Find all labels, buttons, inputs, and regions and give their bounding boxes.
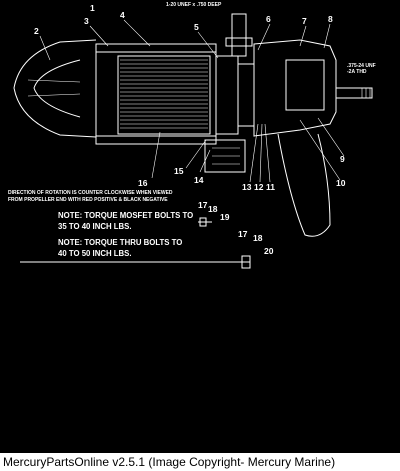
column-fitting <box>231 13 247 57</box>
copyright-footer: MercuryPartsOnline v2.5.1 (Image Copyrig… <box>0 453 400 471</box>
end-cap <box>253 39 337 137</box>
torque-note-mosfet-line1: NOTE: TORQUE MOSFET BOLTS TO <box>58 211 193 220</box>
callout-13: 13 <box>242 182 252 192</box>
callout-2: 2 <box>34 26 39 36</box>
callout-leaders <box>39 19 345 183</box>
nose-cone-hatch <box>27 79 81 97</box>
callout-17: 17 <box>198 200 208 210</box>
skeg <box>277 133 331 237</box>
callout-14: 14 <box>194 175 204 185</box>
motor-assembly <box>13 13 373 269</box>
callout-3: 3 <box>84 16 89 26</box>
trolling-motor-diagram: 1 2 3 4 5 6 7 8 9 10 11 12 13 14 15 16 1… <box>8 2 376 269</box>
thread-spec-shaft-1: .375-24 UNF <box>347 63 376 69</box>
shaft-threads <box>361 88 371 98</box>
thread-spec-shaft-2: -2A THD <box>347 69 367 75</box>
callout-12: 12 <box>254 182 264 192</box>
torque-note-thrubolt-line2: 40 TO 50 INCH LBS. <box>58 249 132 258</box>
callout-18: 18 <box>208 204 218 214</box>
rotation-note-line1: DIRECTION OF ROTATION IS COUNTER CLOCKWI… <box>8 190 173 196</box>
callout-20: 20 <box>264 246 274 256</box>
end-cap-bearing <box>285 59 325 111</box>
nose-cone-inner <box>33 59 81 118</box>
torque-note-thrubolt-line1: NOTE: TORQUE THRU BOLTS TO <box>58 238 182 247</box>
torque-note-mosfet-line2: 35 TO 40 INCH LBS. <box>58 222 132 231</box>
callout-8: 8 <box>328 14 333 24</box>
thru-bolt-nut <box>199 217 207 227</box>
callout-17-lower: 17 <box>238 229 248 239</box>
callout-9: 9 <box>340 154 345 164</box>
propeller-shaft <box>335 87 373 99</box>
column-flange <box>225 37 253 47</box>
rotation-note-line2: FROM PROPELLER END WITH RED POSITIVE & B… <box>8 197 168 203</box>
callout-numbers: 1 2 3 4 5 6 7 8 9 10 11 12 13 14 15 16 1… <box>34 3 346 256</box>
thread-spec-top: 1-20 UNEF x .750 DEEP <box>166 2 222 8</box>
armature-windings <box>120 59 208 129</box>
armature <box>117 55 211 135</box>
callout-10: 10 <box>336 178 346 188</box>
callout-11: 11 <box>266 182 275 192</box>
callout-4: 4 <box>120 10 125 20</box>
callout-15: 15 <box>174 166 184 176</box>
callout-18-lower: 18 <box>253 233 263 243</box>
callout-5: 5 <box>194 22 199 32</box>
callout-6: 6 <box>266 14 271 24</box>
thru-bolt-long-nut <box>241 255 251 269</box>
mosfet-bracket <box>204 139 246 173</box>
callout-16: 16 <box>138 178 148 188</box>
mosfet-fins <box>212 147 240 165</box>
callout-7: 7 <box>302 16 307 26</box>
nose-cone <box>13 39 97 138</box>
callout-1: 1 <box>90 3 95 13</box>
callout-19: 19 <box>220 212 230 222</box>
